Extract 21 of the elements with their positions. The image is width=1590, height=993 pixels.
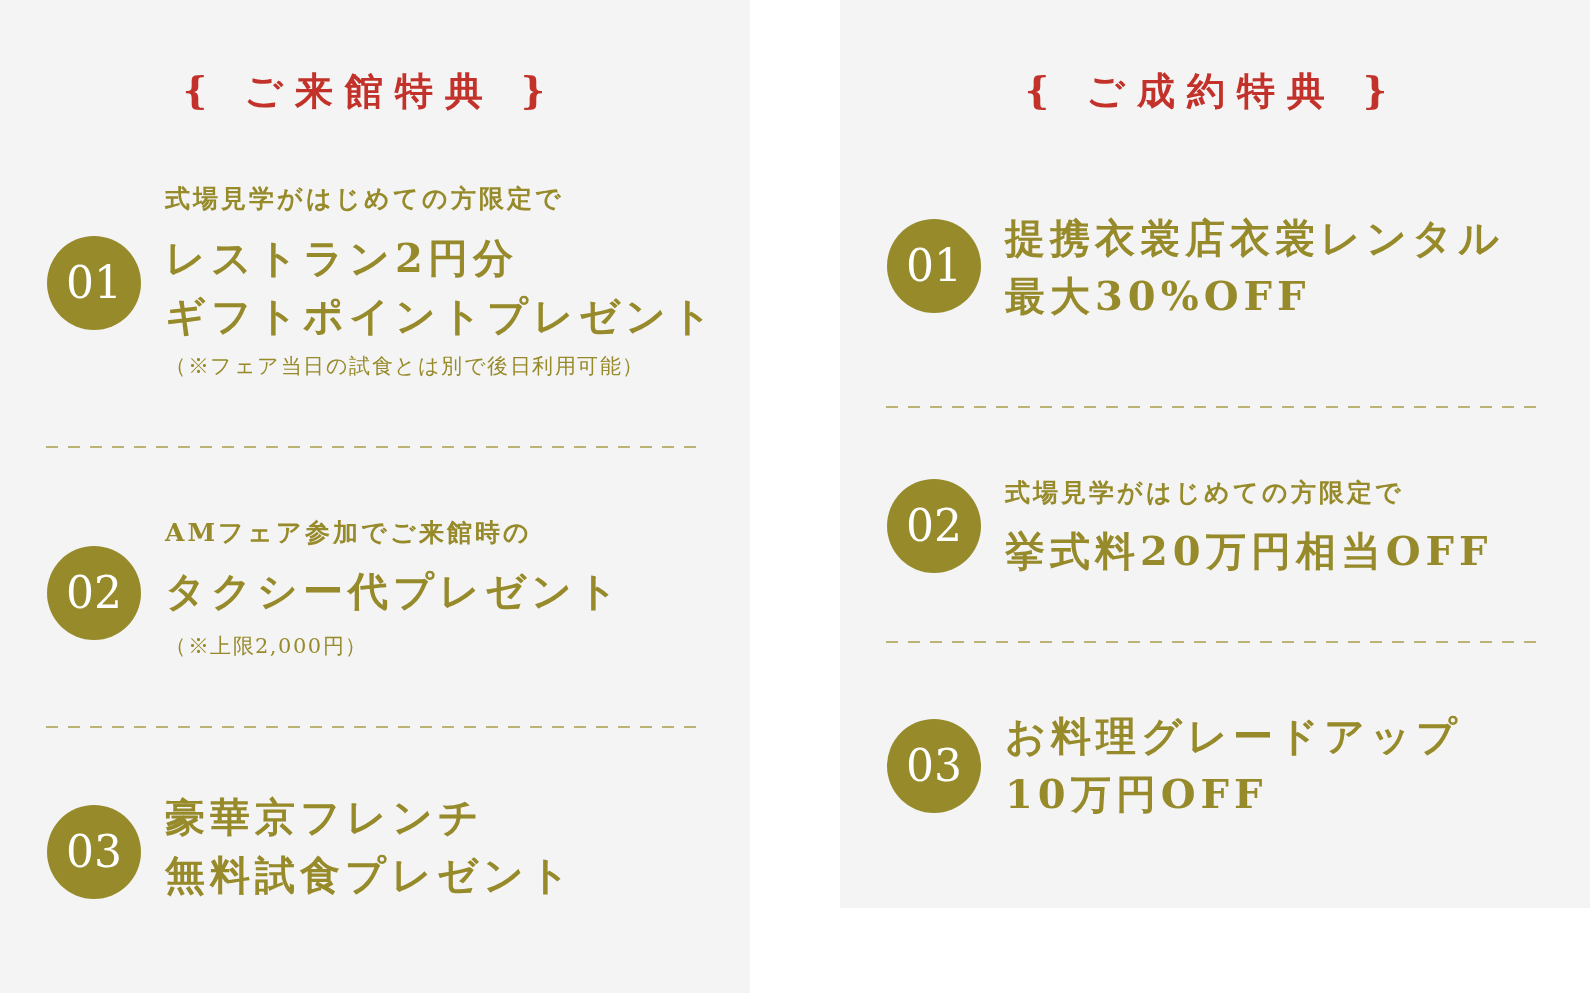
benefit-text: 挙式料20万円相当OFF — [1005, 526, 1493, 576]
benefit-text: 提携衣裳店衣裳レンタル最大30%OFF — [1005, 213, 1504, 321]
panel — [840, 0, 1590, 908]
condition-text: AMフェア参加でご来館時の — [165, 517, 533, 549]
number-circle: 01 — [887, 219, 981, 313]
note-text: （※上限2,000円） — [165, 633, 368, 660]
benefit-text: レストラン2円分ギフトポイントプレゼント — [165, 233, 717, 341]
benefit-text: タクシー代プレゼント — [165, 566, 623, 616]
condition-text: 式場見学がはじめての方限定で — [1005, 477, 1404, 509]
number-circle: 01 — [47, 236, 141, 330]
number-circle: 03 — [47, 805, 141, 899]
panel-heading: { ご来館特典 } — [182, 68, 558, 114]
condition-text: 式場見学がはじめての方限定で — [165, 183, 564, 215]
number-circle: 02 — [887, 479, 981, 573]
benefit-text: 豪華京フレンチ無料試食プレゼント — [165, 792, 575, 900]
benefit-text: お料理グレードアップ10万円OFF — [1005, 711, 1462, 819]
note-text: （※フェア当日の試食とは別で後日利用可能） — [165, 353, 645, 380]
number-circle: 03 — [887, 719, 981, 813]
panel — [0, 0, 750, 993]
panel-heading: { ご成約特典 } — [1024, 68, 1400, 114]
number-circle: 02 — [47, 546, 141, 640]
